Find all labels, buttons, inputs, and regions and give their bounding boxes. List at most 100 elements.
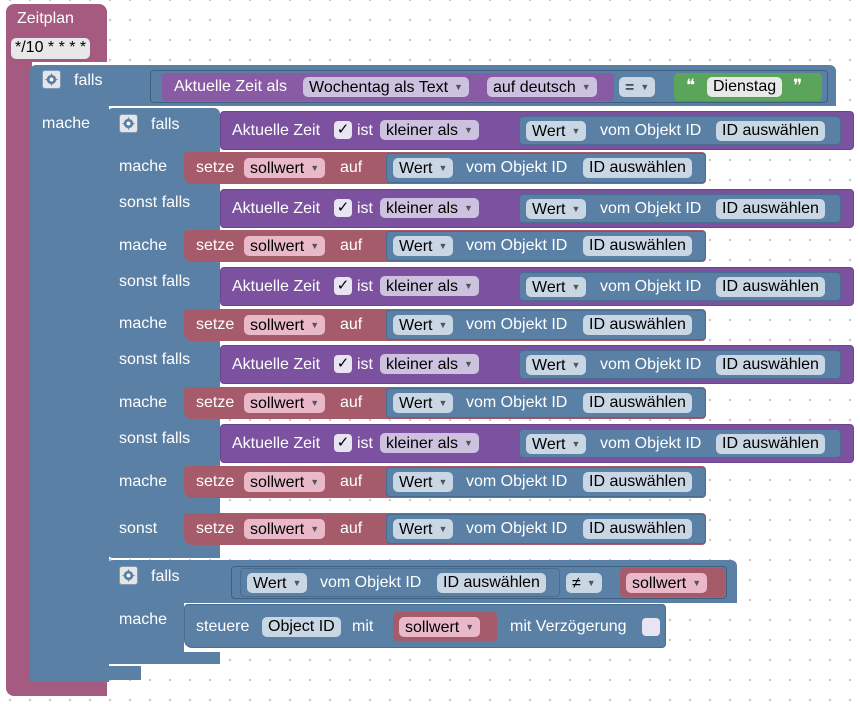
chevron-down-icon: ▼ [465, 622, 475, 632]
second-mache-label: mache [119, 611, 168, 628]
gear-icon[interactable] [119, 566, 138, 585]
variable-dropdown[interactable]: sollwert▼ [244, 472, 326, 492]
value-label: Wert [532, 436, 566, 453]
time-checkbox[interactable]: ✓ [334, 277, 352, 295]
neq-dropdown[interactable]: ≠▼ [566, 573, 602, 593]
compare-value: kleiner als [386, 435, 459, 452]
text-value-dienstag[interactable]: Dienstag [707, 77, 783, 97]
chevron-down-icon: ▼ [310, 477, 320, 487]
variable-value: sollwert [250, 395, 305, 412]
value-dropdown[interactable]: Wert▼ [526, 355, 587, 375]
variable-value: sollwert [632, 575, 687, 592]
value-dropdown[interactable]: Wert▼ [526, 199, 587, 219]
auf-label: auf [340, 520, 363, 537]
compare-dropdown[interactable]: kleiner als▼ [380, 276, 479, 296]
language-dropdown[interactable]: auf deutsch▼ [487, 77, 597, 97]
id-select-field[interactable]: ID auswählen [583, 236, 692, 256]
second-if-label: falls [151, 568, 180, 585]
variable-dropdown[interactable]: sollwert▼ [399, 617, 481, 637]
gear-icon[interactable] [42, 70, 61, 89]
variable-value: sollwert [250, 238, 305, 255]
id-select-field[interactable]: ID auswählen [437, 573, 546, 593]
neq-value: ≠ [572, 575, 581, 592]
weekday-dropdown[interactable]: Wochentag als Text▼ [303, 77, 469, 97]
value-dropdown[interactable]: Wert▼ [393, 236, 454, 256]
value-dropdown[interactable]: Wert▼ [247, 573, 308, 593]
id-select-field[interactable]: ID auswählen [583, 393, 692, 413]
variable-dropdown[interactable]: sollwert▼ [244, 236, 326, 256]
quote-open-icon: ❝ [686, 76, 696, 95]
value-dropdown[interactable]: Wert▼ [393, 158, 454, 178]
setze-label: setze [196, 394, 235, 411]
object-id-label: vom Objekt ID [466, 473, 568, 490]
id-select-field[interactable]: ID auswählen [583, 472, 692, 492]
id-select-field[interactable]: ID auswählen [583, 519, 692, 539]
variable-dropdown[interactable]: sollwert▼ [244, 393, 326, 413]
chevron-down-icon: ▼ [310, 320, 320, 330]
outer-if-spine [30, 104, 109, 682]
time-checkbox[interactable]: ✓ [334, 355, 352, 373]
time-checkbox[interactable]: ✓ [334, 199, 352, 217]
id-select-field[interactable]: ID auswählen [716, 355, 825, 375]
chevron-down-icon: ▼ [464, 203, 473, 213]
sonst-label: sonst [119, 520, 158, 537]
auf-label: auf [340, 237, 363, 254]
value-dropdown[interactable]: Wert▼ [393, 393, 454, 413]
variable-dropdown[interactable]: sollwert▼ [244, 158, 326, 178]
object-id-label: vom Objekt ID [466, 159, 568, 176]
object-id-label: vom Objekt ID [466, 316, 568, 333]
time-checkbox[interactable]: ✓ [334, 434, 352, 452]
variable-dropdown[interactable]: sollwert▼ [626, 573, 708, 593]
compare-value: kleiner als [386, 122, 459, 139]
inner-if-footer [107, 546, 220, 558]
object-id-label: vom Objekt ID [600, 356, 702, 373]
value-dropdown[interactable]: Wert▼ [393, 315, 454, 335]
equals-dropdown[interactable]: =▼ [619, 77, 656, 97]
chevron-down-icon: ▼ [640, 82, 650, 92]
id-select-field[interactable]: ID auswählen [716, 121, 825, 141]
value-dropdown[interactable]: Wert▼ [526, 277, 587, 297]
value-label: Wert [253, 575, 287, 592]
compare-dropdown[interactable]: kleiner als▼ [380, 433, 479, 453]
value-dropdown[interactable]: Wert▼ [393, 519, 454, 539]
id-select-field[interactable]: ID auswählen [583, 158, 692, 178]
outer-if-label: falls [74, 72, 103, 89]
delay-checkbox[interactable] [642, 618, 660, 636]
quote-close-icon: ❞ [793, 76, 803, 95]
value-dropdown[interactable]: Wert ▼ [526, 434, 587, 454]
language-value: auf deutsch [493, 79, 576, 96]
auf-label: auf [340, 316, 363, 333]
id-select-field[interactable]: ID auswählen [583, 315, 692, 335]
variable-dropdown[interactable]: sollwert▼ [244, 315, 326, 335]
auf-label: auf [340, 473, 363, 490]
mache-label: mache [119, 473, 168, 490]
cron-field[interactable]: */10 * * * * [11, 38, 91, 59]
object-id-label: vom Objekt ID [600, 435, 702, 452]
id-select-field[interactable]: ID auswählen [716, 199, 825, 219]
condition-time-label: Aktuelle Zeit [232, 435, 321, 452]
value-label: Wert [399, 238, 433, 255]
sonst-falls-label: sonst falls [119, 273, 191, 290]
value-dropdown[interactable]: Wert▼ [526, 121, 587, 141]
id-select-field[interactable]: ID auswählen [716, 434, 825, 454]
time-checkbox[interactable]: ✓ [334, 121, 352, 139]
compare-dropdown[interactable]: kleiner als▼ [380, 198, 479, 218]
id-select-field[interactable]: ID auswählen [716, 277, 825, 297]
sonst-falls-label: sonst falls [119, 351, 191, 368]
variable-dropdown[interactable]: sollwert▼ [244, 519, 326, 539]
object-id-label: vom Objekt ID [466, 237, 568, 254]
condition-time-label: Aktuelle Zeit [232, 122, 321, 139]
object-id-field[interactable]: Object ID [262, 617, 341, 637]
chevron-down-icon: ▼ [571, 439, 581, 449]
object-id-label: vom Objekt ID [466, 394, 568, 411]
delay-label: mit Verzögerung [510, 618, 627, 635]
chevron-down-icon: ▼ [571, 360, 581, 370]
compare-dropdown[interactable]: kleiner als▼ [380, 354, 479, 374]
value-label: Wert [399, 317, 433, 334]
condition-ist-label: ist [357, 122, 373, 139]
value-label: Wert [532, 123, 566, 140]
value-dropdown[interactable]: Wert▼ [393, 472, 454, 492]
compare-dropdown[interactable]: kleiner als▼ [380, 120, 479, 140]
outer-mache-label: mache [42, 115, 91, 132]
gear-icon[interactable] [119, 114, 138, 133]
